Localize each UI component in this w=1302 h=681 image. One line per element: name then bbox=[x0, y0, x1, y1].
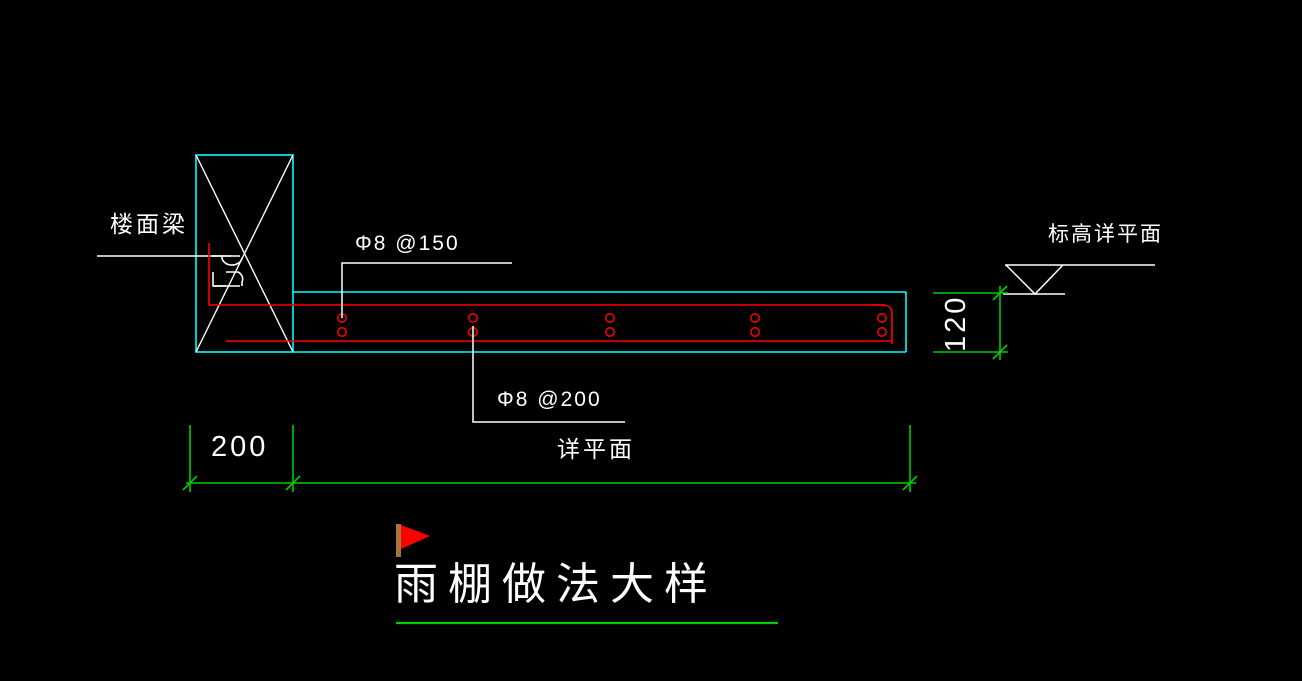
horizontal-dimension-value: 200 bbox=[211, 431, 269, 463]
beam-label: 楼面梁 bbox=[110, 211, 188, 237]
elevation-level-symbol bbox=[1003, 264, 1155, 296]
beam-section-outline bbox=[195, 154, 294, 353]
elevation-plan-label: 标高详平面 bbox=[1048, 223, 1163, 246]
beam-connection-symbol bbox=[212, 255, 244, 287]
canopy-slab-outline bbox=[293, 291, 907, 353]
top-rebar-leader bbox=[341, 262, 512, 318]
beam-section-cross-hatch bbox=[195, 154, 294, 353]
rebar-cage bbox=[208, 243, 893, 344]
bottom-rebar-spec-label: Φ8 @200 bbox=[497, 388, 602, 411]
horizontal-dimension bbox=[182, 425, 918, 492]
rebar-section-circles-bottom bbox=[337, 327, 887, 337]
top-rebar-spec-label: Φ8 @150 bbox=[355, 232, 460, 255]
rebar-section-circles-top bbox=[337, 313, 887, 323]
flag-marker-icon bbox=[396, 524, 430, 557]
vertical-dimension bbox=[933, 285, 1008, 360]
bottom-rebar-leader bbox=[472, 326, 625, 423]
drawing-title: 雨棚做法大样 bbox=[394, 560, 718, 609]
vertical-dimension-value: 120 bbox=[940, 294, 972, 352]
detail-plan-label: 详平面 bbox=[557, 436, 635, 462]
